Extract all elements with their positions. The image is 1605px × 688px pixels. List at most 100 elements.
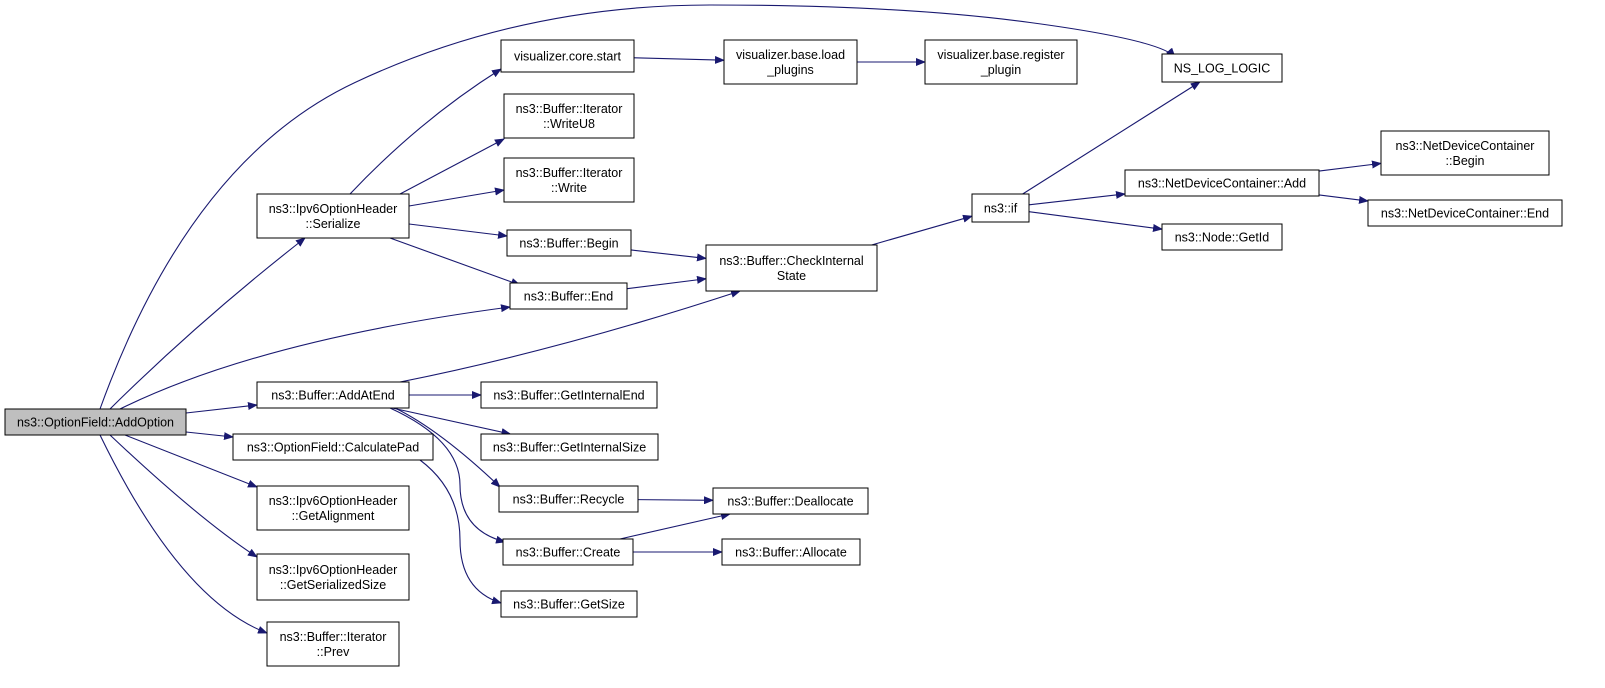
edge-recycle-to-dealloc [637, 496, 714, 505]
edge-check-to-if [871, 214, 973, 246]
node-gss[interactable]: ns3::Ipv6OptionHeader::GetSerializedSize [256, 553, 410, 601]
node-recycle[interactable]: ns3::Buffer::Recycle [498, 485, 639, 513]
node-box [1124, 169, 1320, 197]
nodes: ns3::OptionField::AddOption visualizer.co… [4, 39, 1563, 667]
node-label: ns3::OptionField::AddOption [17, 416, 174, 430]
node-label: ns3::Buffer::CheckInternal [719, 254, 863, 268]
edge-v_start-to-v_load [633, 55, 725, 64]
node-box [4, 408, 187, 436]
node-getid[interactable]: ns3::Node::GetId [1161, 223, 1283, 251]
edge-root-to-ser [109, 237, 306, 410]
node-label: ns3::Buffer::Deallocate [727, 495, 853, 509]
node-label: ns3::Buffer::GetSize [513, 598, 625, 612]
node-calcpad[interactable]: ns3::OptionField::CalculatePad [232, 433, 434, 461]
node-box [256, 193, 410, 239]
node-box [971, 193, 1030, 223]
node-root[interactable]: ns3::OptionField::AddOption [4, 408, 187, 436]
node-label: visualizer.core.start [514, 50, 622, 64]
node-v_load[interactable]: visualizer.base.load_plugins [723, 39, 858, 85]
edges [99, 4, 1382, 634]
node-label: ::WriteU8 [543, 117, 595, 131]
node-ndc_add[interactable]: ns3::NetDeviceContainer::Add [1124, 169, 1320, 197]
node-alloc[interactable]: ns3::Buffer::Allocate [721, 538, 861, 566]
node-box [1161, 223, 1283, 251]
edge-calcpad-to-getsize [419, 459, 502, 605]
node-gie[interactable]: ns3::Buffer::GetInternalEnd [480, 381, 658, 409]
edge-ser-to-end [389, 237, 521, 286]
node-create[interactable]: ns3::Buffer::Create [502, 538, 634, 566]
node-prev[interactable]: ns3::Buffer::Iterator::Prev [266, 621, 400, 667]
node-label: ns3::NetDeviceContainer::Add [1138, 177, 1306, 191]
node-box [503, 93, 635, 139]
node-end[interactable]: ns3::Buffer::End [509, 282, 628, 310]
node-begin[interactable]: ns3::Buffer::Begin [506, 229, 632, 257]
node-label: ns3::Ipv6OptionHeader [269, 494, 398, 508]
node-box [500, 590, 638, 618]
edge-root-to-calcpad [185, 431, 234, 441]
node-box [256, 381, 410, 409]
edge-ndc_add-to-ndc_end [1318, 194, 1369, 204]
node-label: ns3::Buffer::Allocate [735, 546, 847, 560]
node-addatend[interactable]: ns3::Buffer::AddAtEnd [256, 381, 410, 409]
node-label: ns3::Buffer::Create [516, 546, 621, 560]
node-box [506, 229, 632, 257]
node-label: _plugin [980, 63, 1021, 77]
node-write[interactable]: ns3::Buffer::Iterator::Write [503, 157, 635, 203]
edge-addatend-to-create [389, 407, 506, 544]
node-label: State [777, 269, 806, 283]
node-label: ns3::OptionField::CalculatePad [247, 441, 419, 455]
node-nslog[interactable]: NS_LOG_LOGIC [1161, 53, 1283, 83]
node-v_reg[interactable]: visualizer.base.register_plugin [924, 39, 1078, 85]
edge-root-to-getalign [124, 434, 258, 488]
node-box [498, 485, 639, 513]
node-getsize[interactable]: ns3::Buffer::GetSize [500, 590, 638, 618]
edge-create-to-dealloc [619, 512, 731, 540]
edge-root-to-addatend [185, 402, 258, 414]
node-box [503, 157, 635, 203]
node-label: ::Prev [317, 645, 350, 659]
node-box [1161, 53, 1283, 83]
node-label: ::Serialize [306, 217, 361, 231]
node-label: visualizer.base.register [937, 48, 1064, 62]
node-ndc_end[interactable]: ns3::NetDeviceContainer::End [1367, 199, 1563, 227]
node-writeu8[interactable]: ns3::Buffer::Iterator::WriteU8 [503, 93, 635, 139]
edge-if-to-nslog [1022, 81, 1201, 195]
edge-addatend-to-gis [392, 407, 512, 436]
node-label: ns3::Buffer::Iterator [280, 630, 387, 644]
node-label: ::Begin [1446, 154, 1485, 168]
edge-ser-to-v_start [349, 68, 502, 195]
edge-addatend-to-recycle [394, 407, 501, 488]
node-getalign[interactable]: ns3::Ipv6OptionHeader::GetAlignment [256, 485, 410, 531]
edge-ndc_add-to-ndc_begin [1318, 160, 1382, 172]
node-dealloc[interactable]: ns3::Buffer::Deallocate [712, 487, 869, 515]
edge-root-to-end [119, 304, 511, 410]
node-box [705, 244, 878, 292]
node-box [256, 485, 410, 531]
edge-end-to-check [626, 275, 707, 290]
node-ser[interactable]: ns3::Ipv6OptionHeader::Serialize [256, 193, 410, 239]
node-ndc_begin[interactable]: ns3::NetDeviceContainer::Begin [1380, 130, 1550, 176]
node-label: ns3::Buffer::AddAtEnd [271, 389, 395, 403]
edge-addatend-to-check [399, 290, 741, 383]
node-label: ns3::Ipv6OptionHeader [269, 563, 398, 577]
node-label: NS_LOG_LOGIC [1174, 62, 1271, 76]
node-box [256, 553, 410, 601]
node-label: ::GetAlignment [292, 509, 375, 523]
node-box [723, 39, 858, 85]
node-if[interactable]: ns3::if [971, 193, 1030, 223]
node-label: ns3::Buffer::Recycle [513, 493, 625, 507]
node-label: _plugins [766, 63, 814, 77]
edge-if-to-getid [1028, 211, 1163, 232]
node-label: ns3::Buffer::GetInternalSize [493, 441, 646, 455]
node-label: ns3::Buffer::End [524, 290, 613, 304]
node-gis[interactable]: ns3::Buffer::GetInternalSize [480, 433, 659, 461]
edge-if-to-ndc_add [1028, 190, 1126, 206]
node-label: visualizer.base.load [736, 48, 845, 62]
node-label: ns3::if [984, 202, 1018, 216]
node-box [509, 282, 628, 310]
node-box [1380, 130, 1550, 176]
node-v_start[interactable]: visualizer.core.start [500, 39, 635, 73]
edge-ser-to-begin [408, 223, 508, 239]
